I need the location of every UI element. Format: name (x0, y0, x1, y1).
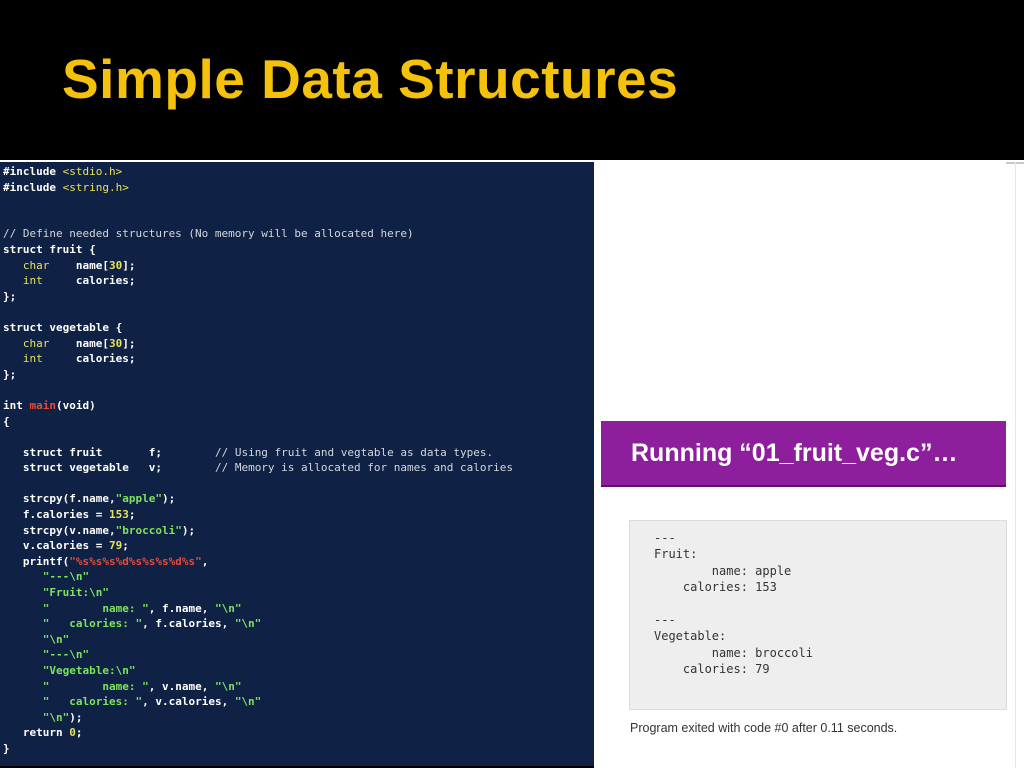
code-token: ); (69, 710, 83, 724)
code-string: "Fruit:\n" (42, 586, 109, 600)
code-token: fruit (49, 242, 83, 256)
code-function: main (29, 398, 57, 412)
code-string: "\n" (234, 695, 262, 709)
code-token: f.calories = (22, 508, 109, 522)
code-token: ( (62, 554, 70, 568)
code-number: 0 (69, 726, 76, 740)
slide-title: Simple Data Structures (62, 48, 679, 110)
code-token: , f.calories, (142, 617, 235, 631)
code-token: #include (3, 180, 56, 194)
code-token: ); (161, 492, 176, 506)
code-format-string: "%s%s%s%d%s%s%s%d%s" (69, 554, 202, 568)
code-token: char (22, 336, 50, 350)
code-token: char (22, 258, 50, 272)
code-token: (f.name, (62, 492, 116, 506)
code-string: " name: " (42, 601, 149, 615)
code-string: " name: " (42, 679, 149, 693)
title-divider (0, 160, 1024, 162)
code-token: calories; (75, 352, 136, 366)
run-banner-text: Running “01_fruit_veg.c”… (631, 439, 958, 467)
code-token: <stdio.h> (62, 165, 123, 178)
code-editor[interactable]: #include <stdio.h> #include <string.h> /… (0, 162, 594, 766)
code-token: ; (128, 508, 136, 522)
code-token: , (201, 554, 209, 568)
code-token: vegetable (49, 320, 109, 334)
code-token: int (3, 398, 23, 412)
code-token: , v.calories, (142, 695, 235, 709)
code-number: 30 (109, 258, 123, 272)
code-token: int (22, 352, 43, 366)
code-token: printf (22, 554, 63, 568)
code-token: name (75, 258, 103, 272)
code-token: { (3, 414, 10, 428)
code-string: "\n" (42, 632, 70, 646)
exit-status: Program exited with code #0 after 0.11 s… (630, 721, 898, 735)
code-token: <string.h> (62, 180, 129, 194)
code-comment: // Define needed structures (No memory w… (3, 227, 414, 241)
code-token: ; (75, 726, 83, 740)
code-token: }; (3, 367, 17, 381)
code-token: struct fruit (22, 445, 103, 459)
code-token: struct (3, 242, 43, 256)
code-token: name (75, 336, 103, 350)
code-token: calories; (75, 274, 136, 288)
code-string: "---\n" (42, 648, 90, 662)
code-token: } (3, 741, 10, 755)
code-token: v; (148, 461, 162, 475)
code-string: "apple" (115, 492, 162, 506)
code-string: "Vegetable:\n" (42, 664, 136, 677)
code-token: f; (148, 445, 162, 459)
code-string: " calories: " (42, 695, 143, 709)
code-token: (v.name, (62, 523, 116, 537)
code-token: , v.name, (148, 679, 215, 693)
code-token: { (89, 242, 96, 256)
code-token: return (22, 726, 63, 740)
code-token: }; (3, 289, 17, 303)
code-string: "\n" (42, 710, 70, 724)
code-token: ); (181, 523, 196, 537)
code-token: strcpy (22, 492, 63, 506)
code-token: int (22, 274, 43, 288)
console-output-text: --- Fruit: name: apple calories: 153 ---… (654, 531, 813, 677)
source-code: #include <stdio.h> #include <string.h> /… (3, 165, 513, 755)
code-token: struct vegetable (22, 461, 129, 475)
code-comment: // Memory is allocated for names and cal… (214, 461, 513, 475)
code-token: v.calories = (22, 539, 109, 553)
code-string: "broccoli" (115, 523, 182, 537)
code-comment: // Using fruit and vegtable as data type… (214, 445, 494, 459)
code-string: "\n" (214, 601, 242, 615)
code-token: { (115, 320, 123, 334)
code-token: struct (3, 320, 43, 334)
run-output-panel: Running “01_fruit_veg.c”… --- Fruit: nam… (594, 162, 1024, 768)
code-number: 30 (109, 336, 123, 350)
code-string: "\n" (234, 617, 262, 631)
code-number: 79 (108, 539, 123, 553)
code-string: " calories: " (42, 617, 143, 631)
code-string: "\n" (214, 679, 242, 693)
code-token: ; (122, 539, 129, 553)
code-token: (void) (56, 398, 96, 412)
code-token: #include (3, 165, 56, 178)
code-number: 153 (108, 508, 129, 522)
scrollbar[interactable] (1015, 162, 1016, 768)
console-output: --- Fruit: name: apple calories: 153 ---… (629, 520, 1007, 710)
code-token: strcpy (22, 523, 63, 537)
code-string: "---\n" (42, 570, 90, 584)
code-token: , f.name, (148, 601, 215, 615)
run-banner: Running “01_fruit_veg.c”… (601, 421, 1006, 485)
